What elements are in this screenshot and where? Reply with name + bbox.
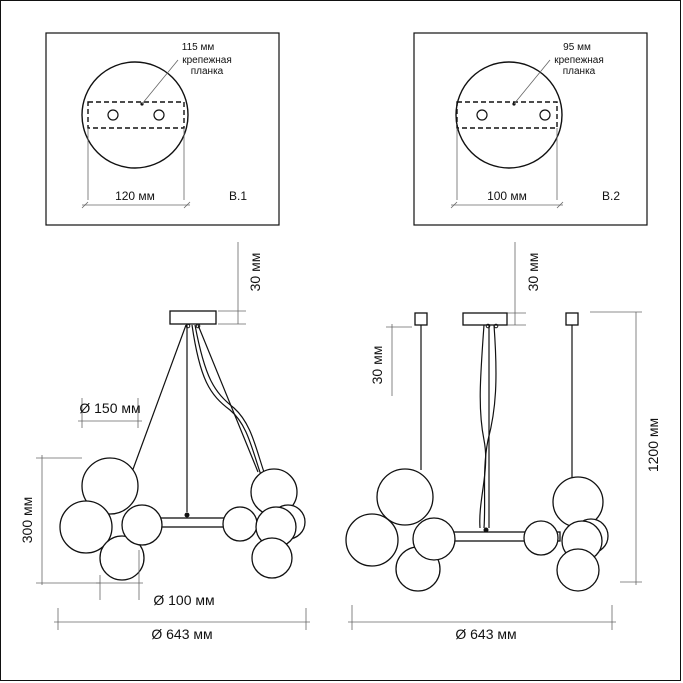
- glass-globe: [99, 535, 145, 581]
- bracket-label: крепежная: [182, 55, 232, 66]
- glass-globe: [412, 517, 456, 561]
- glass-globe: [222, 506, 258, 542]
- canopy-height-dimension: 30 мм: [525, 253, 541, 292]
- tick: [450, 201, 458, 209]
- glass-globe: [121, 504, 163, 546]
- total-diameter-dimension: Ø 643 мм: [455, 626, 516, 642]
- canopy-screw: [485, 323, 491, 329]
- mounting-bracket: [456, 101, 558, 129]
- tick: [183, 201, 191, 209]
- glass-globe: [345, 513, 399, 567]
- glass-globe: [59, 500, 113, 554]
- mounting-bracket: [87, 101, 185, 129]
- panel-border: [413, 32, 648, 226]
- total-height-dimension: 1200 мм: [645, 418, 661, 472]
- leader-line: [513, 59, 551, 105]
- ceiling-canopy: [169, 310, 217, 325]
- left-chandelier-view: 30 мм Ø 150 мм 300 мм: [19, 242, 310, 642]
- mount-panel-b2: 95 мм крепежная планка 100 мм B.2: [413, 32, 648, 226]
- power-cable: [191, 324, 263, 479]
- glass-globe: [556, 548, 600, 592]
- glass-globe: [81, 457, 139, 515]
- leader-line: [141, 59, 179, 105]
- bracket-label: крепежная: [554, 55, 604, 66]
- power-cable: [194, 324, 267, 479]
- body-height-dimension: 300 мм: [19, 497, 35, 544]
- total-diameter-dimension: Ø 643 мм: [151, 626, 212, 642]
- variant-label: B.1: [229, 189, 247, 203]
- screw-hole: [476, 109, 488, 121]
- inner-diameter-dimension: Ø 100 мм: [153, 592, 214, 608]
- glass-globe: [376, 468, 434, 526]
- plate-dimension: 95 мм: [563, 42, 591, 53]
- screw-hole: [539, 109, 551, 121]
- bar-joint: [184, 512, 190, 518]
- canopy-circle: [455, 61, 563, 169]
- cup-height-dimension: 30 мм: [369, 346, 385, 385]
- power-cable: [479, 324, 487, 529]
- bracket-label: планка: [563, 66, 596, 77]
- ceiling-cup: [414, 312, 428, 326]
- tick: [556, 201, 564, 209]
- tick: [81, 201, 89, 209]
- panel-border: [45, 32, 280, 226]
- ceiling-cup: [565, 312, 579, 326]
- power-cable: [483, 324, 497, 529]
- glass-globe: [523, 520, 559, 556]
- variant-label: B.2: [602, 189, 620, 203]
- ceiling-canopy: [462, 312, 508, 326]
- right-chandelier-view: 30 мм 30 мм 1200 мм: [345, 242, 661, 642]
- bar-joint: [483, 527, 489, 533]
- mount-panel-b1: 115 мм крепежная планка 120 мм B.1: [45, 32, 280, 226]
- glass-globe: [251, 537, 293, 579]
- base-dimension: 100 мм: [487, 189, 527, 203]
- bracket-label: планка: [191, 66, 224, 77]
- suspension-rod: [131, 324, 187, 473]
- screw-hole: [153, 109, 165, 121]
- canopy-circle: [81, 61, 189, 169]
- canopy-height-dimension: 30 мм: [247, 253, 263, 292]
- canopy-screw: [195, 323, 201, 329]
- shade-diameter-dimension: Ø 150 мм: [79, 400, 140, 416]
- screw-hole: [107, 109, 119, 121]
- plate-dimension: 115 мм: [182, 42, 215, 53]
- base-dimension: 120 мм: [115, 189, 155, 203]
- suspension-rod: [197, 324, 259, 473]
